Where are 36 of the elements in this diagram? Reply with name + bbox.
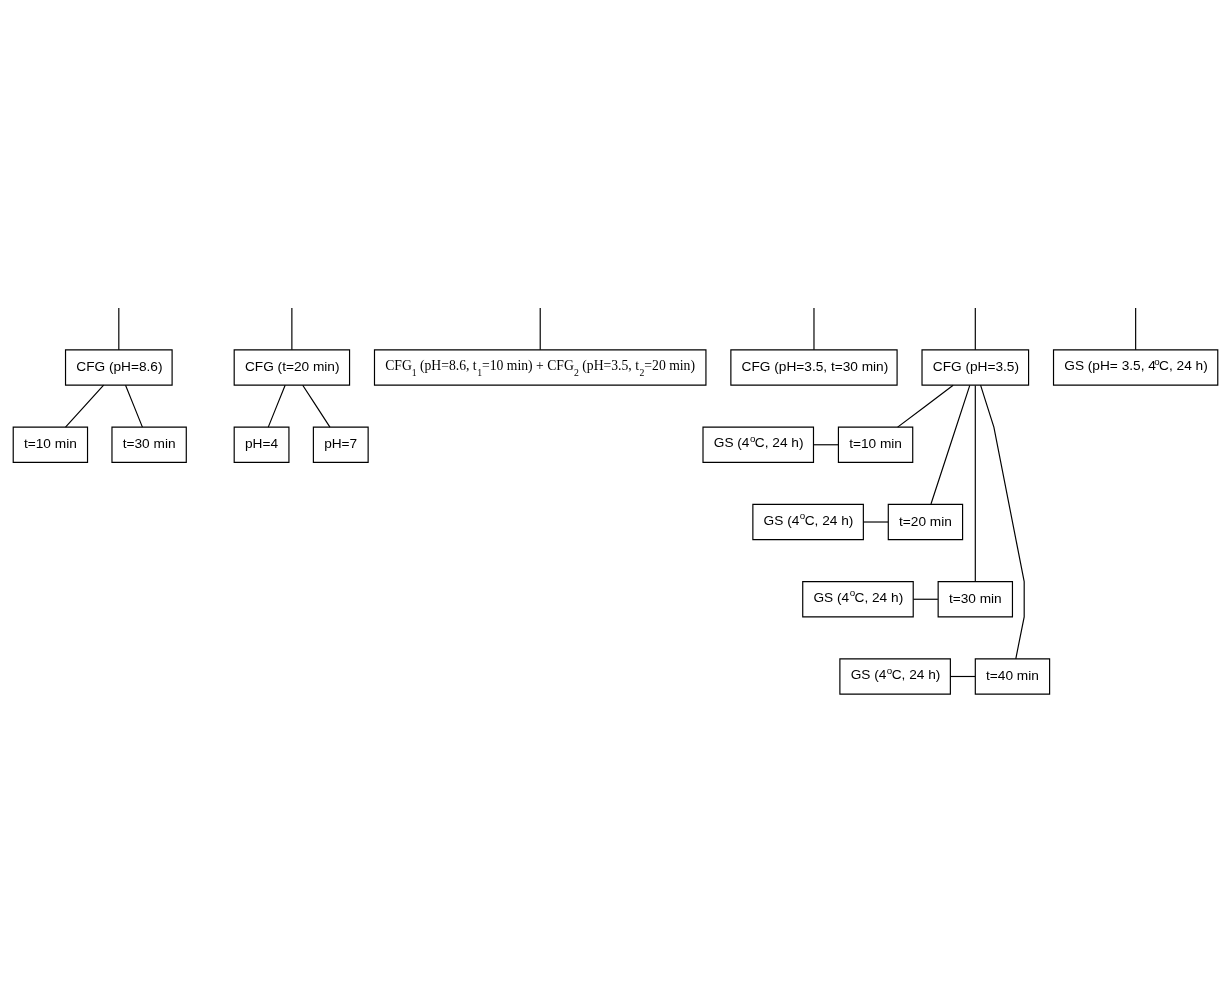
- connector: [813, 444, 839, 446]
- connector: [118, 307, 120, 351]
- node-box: t=20 min: [887, 503, 964, 541]
- connector: [950, 675, 976, 678]
- connector: [302, 384, 331, 428]
- node-box: pH=4: [233, 426, 290, 463]
- node-box: GS (4$^{o}$C, 24 h): [702, 426, 815, 463]
- node-box: GS (pH= 3.5, 4$^{o}$C, 24 h): [1052, 349, 1219, 386]
- node-box: GS (4$^{o}$C, 24 h): [839, 658, 951, 695]
- connector: [912, 598, 939, 600]
- node-box: t=30 min: [937, 581, 1014, 618]
- node-box: CFG (pH=3.5, t=30 min): [730, 349, 898, 386]
- connector: [291, 307, 293, 351]
- node-box: t=40 min: [974, 658, 1051, 695]
- node-box: GS (4$^{o}$C, 24 h): [752, 503, 864, 541]
- connector: [267, 384, 286, 428]
- node-box: CFG (pH=8.6): [64, 349, 173, 386]
- connector: [64, 384, 105, 428]
- node-box: t=30 min: [111, 426, 187, 463]
- connector: [930, 384, 971, 505]
- node-box: CFG (pH=3.5): [921, 349, 1030, 386]
- connector: [813, 307, 815, 351]
- connector: [539, 307, 541, 351]
- node-box: CFG$_{1}$ (pH=8.6, t$_{1}$=10 min) + CFG$_{2}$ (pH=3.5, t$_{2}$=20 min): [373, 349, 707, 386]
- connector: [974, 384, 976, 582]
- connector: [974, 307, 976, 351]
- connector: [980, 384, 1025, 660]
- node-box: pH=7: [312, 426, 369, 463]
- node-box: t=10 min: [837, 426, 914, 463]
- connector: [1135, 307, 1137, 351]
- node-box: GS (4$^{o}$C, 24 h): [802, 581, 914, 618]
- connector: [897, 384, 954, 428]
- connector: [863, 521, 889, 523]
- connector: [124, 384, 143, 428]
- node-box: CFG (t=20 min): [233, 349, 351, 386]
- node-box: t=10 min: [12, 426, 89, 463]
